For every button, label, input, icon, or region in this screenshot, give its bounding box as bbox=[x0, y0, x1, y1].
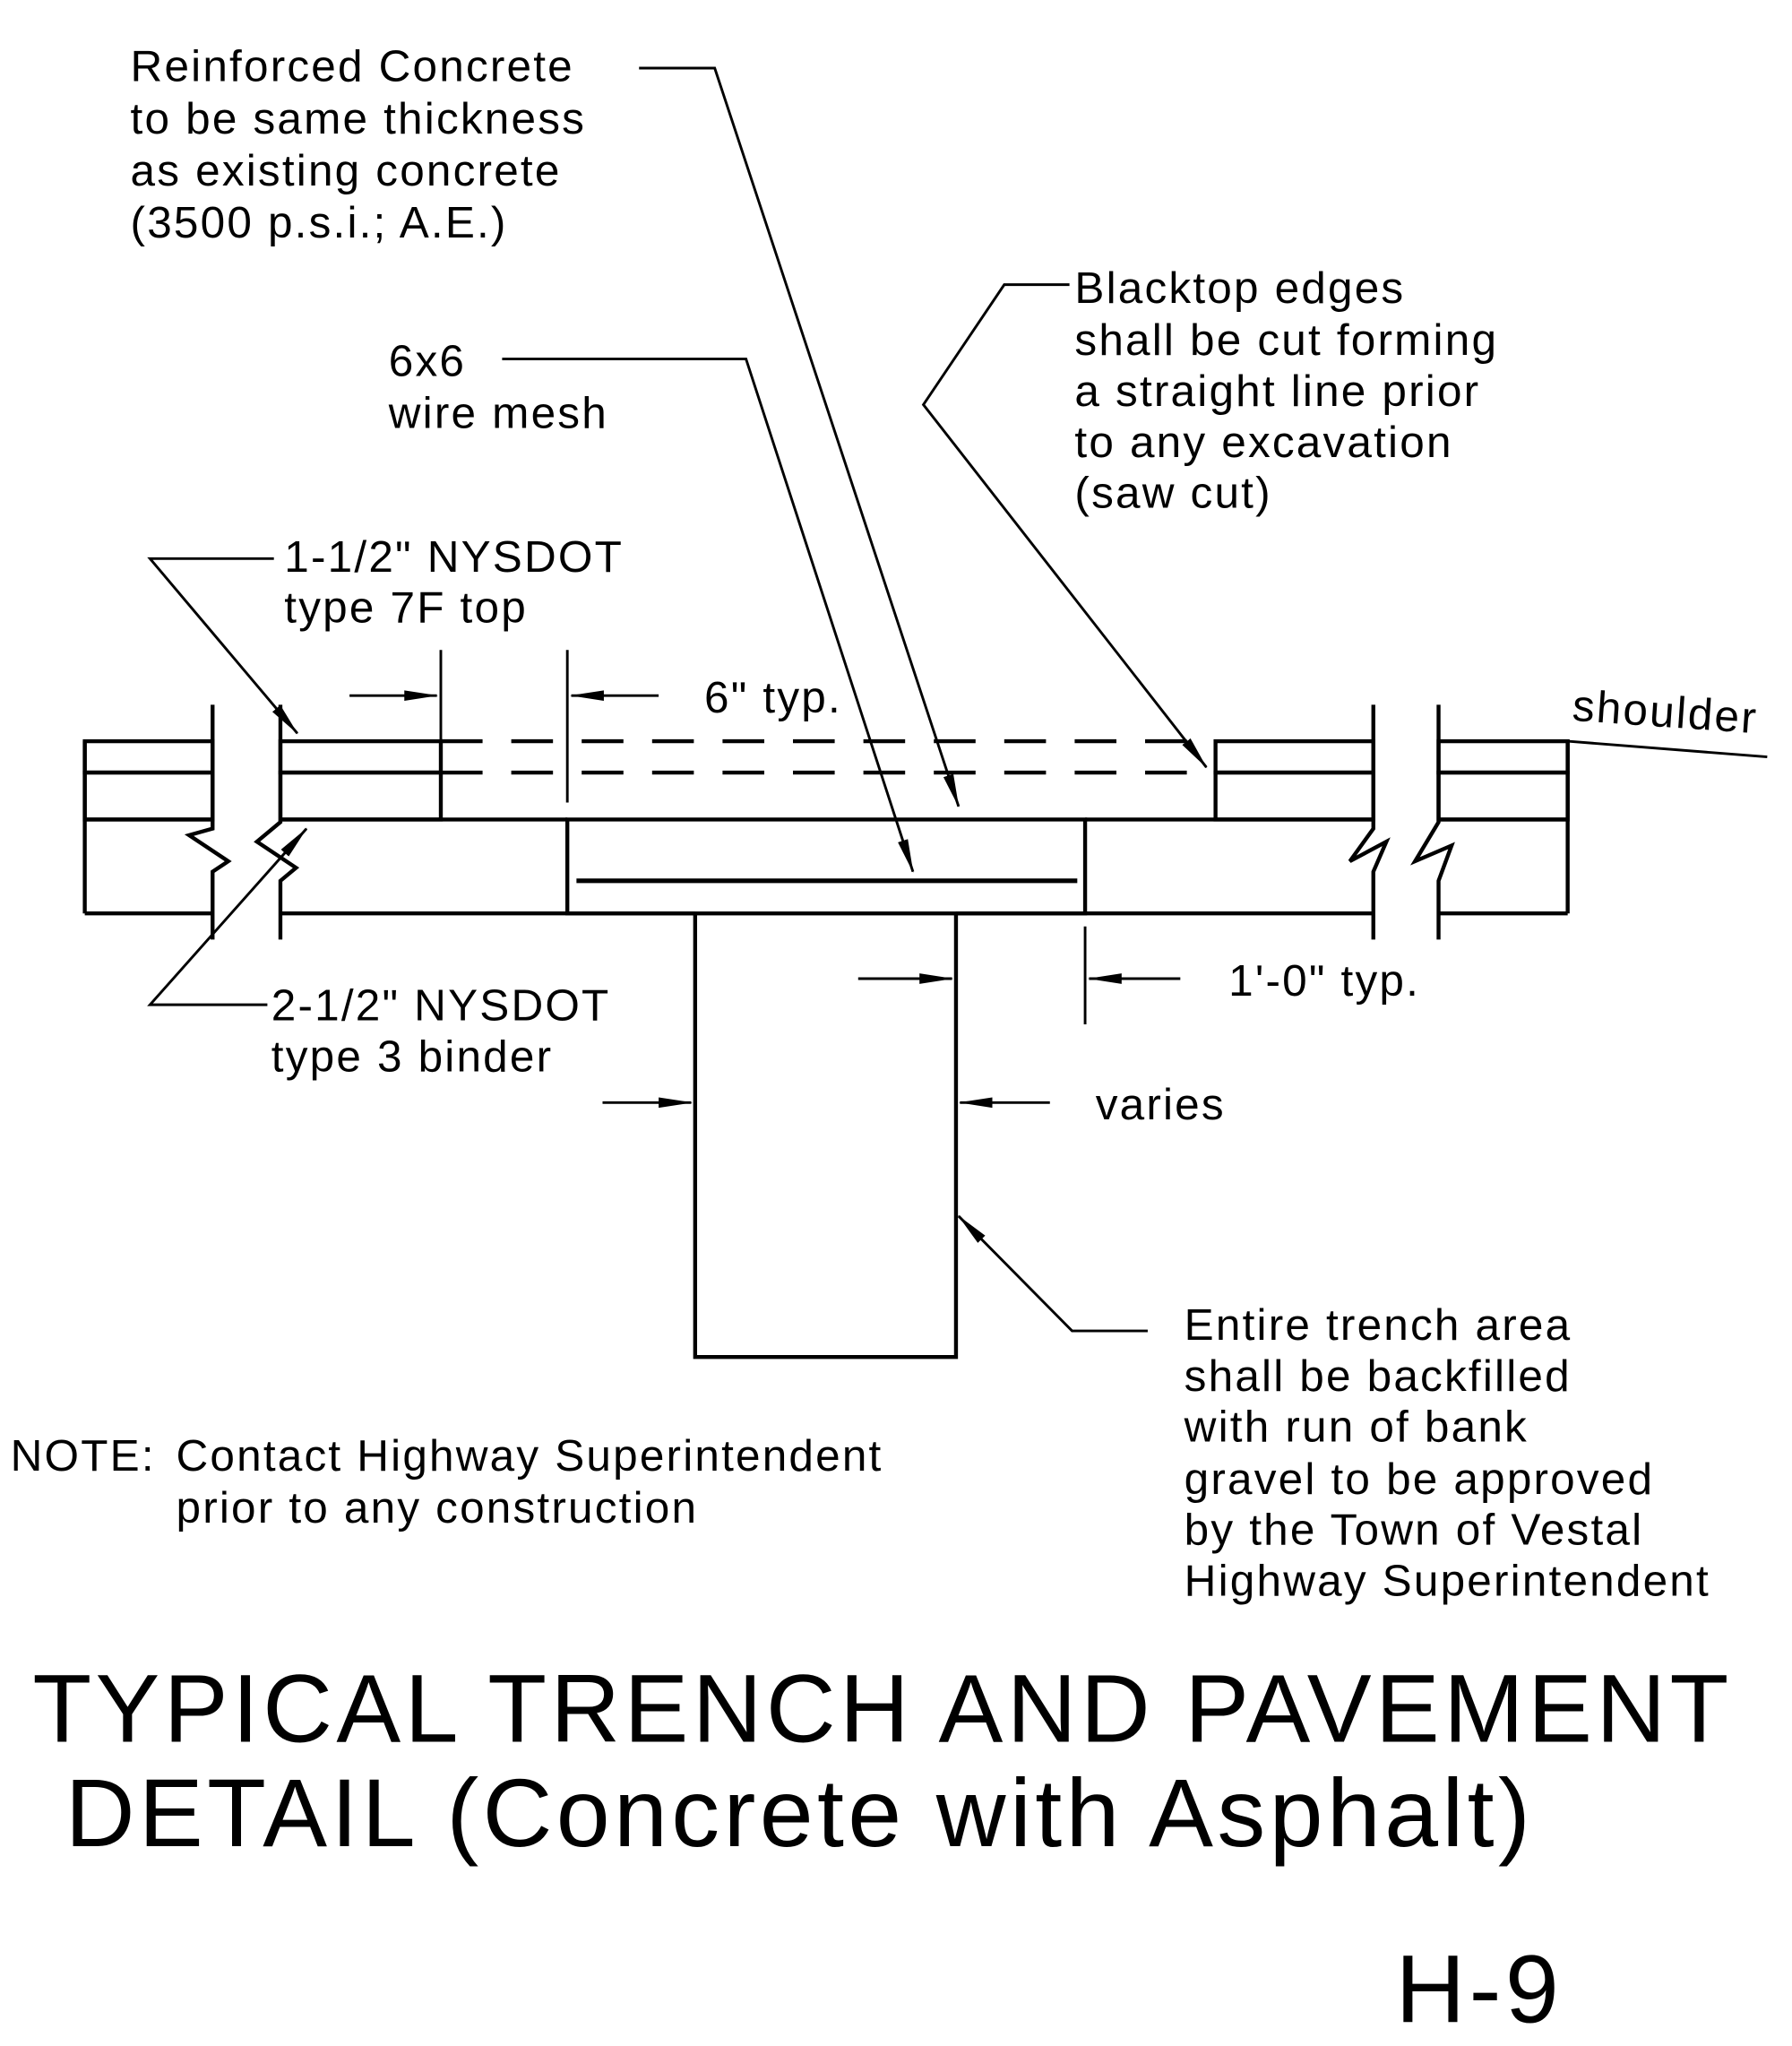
sheet-number: H-9 bbox=[1395, 1934, 1563, 2042]
leader-lines bbox=[147, 66, 1768, 1333]
svg-text:NOTE:: NOTE: bbox=[11, 1431, 156, 1481]
asphalt-binder-course bbox=[82, 770, 1570, 822]
svg-text:1-1/2" NYSDOT: 1-1/2" NYSDOT bbox=[284, 532, 624, 582]
svg-text:type 7F top: type 7F top bbox=[284, 583, 528, 633]
break-lines bbox=[184, 704, 1455, 940]
svg-text:wire mesh: wire mesh bbox=[388, 389, 608, 438]
svg-text:Blacktop edges: Blacktop edges bbox=[1074, 263, 1405, 313]
blacktop-edges-label: Blacktop edges shall be cut forming a st… bbox=[1074, 263, 1498, 518]
svg-text:prior to any construction: prior to any construction bbox=[177, 1483, 699, 1532]
wire-mesh-label: 6x6 wire mesh bbox=[388, 337, 608, 438]
svg-text:Entire trench area: Entire trench area bbox=[1185, 1300, 1572, 1350]
svg-text:Contact Highway Superintendent: Contact Highway Superintendent bbox=[177, 1431, 883, 1481]
top-course-label: 1-1/2" NYSDOT type 7F top bbox=[284, 532, 624, 633]
trench-outline bbox=[693, 913, 959, 1360]
svg-text:Reinforced Concrete: Reinforced Concrete bbox=[131, 42, 574, 91]
svg-text:DETAIL (Concrete with Asphalt): DETAIL (Concrete with Asphalt) bbox=[65, 1758, 1534, 1867]
svg-text:to be same thickness: to be same thickness bbox=[131, 94, 587, 143]
svg-text:TYPICAL TRENCH AND PAVEMENT: TYPICAL TRENCH AND PAVEMENT bbox=[32, 1654, 1732, 1763]
svg-text:6x6: 6x6 bbox=[389, 337, 466, 386]
svg-text:to any excavation: to any excavation bbox=[1074, 418, 1452, 467]
svg-text:(3500 p.s.i.; A.E.): (3500 p.s.i.; A.E.) bbox=[131, 198, 508, 247]
drawing-title: TYPICAL TRENCH AND PAVEMENT DETAIL (Conc… bbox=[32, 1654, 1732, 1867]
svg-text:shall be backfilled: shall be backfilled bbox=[1185, 1351, 1572, 1401]
svg-text:with run of bank: with run of bank bbox=[1184, 1403, 1529, 1452]
dimension-6-typ: 6" typ. bbox=[349, 650, 842, 803]
svg-text:gravel to be approved: gravel to be approved bbox=[1185, 1455, 1655, 1504]
reinforced-concrete-label: Reinforced Concrete to be same thickness… bbox=[131, 42, 587, 248]
svg-text:shall be cut forming: shall be cut forming bbox=[1074, 315, 1498, 365]
binder-course-label: 2-1/2" NYSDOT type 3 binder bbox=[271, 981, 611, 1082]
construction-note: NOTE: Contact Highway Superintendent pri… bbox=[11, 1431, 883, 1532]
dim-1-0-typ-label: 1'-0" typ. bbox=[1228, 956, 1420, 1006]
svg-text:(saw cut): (saw cut) bbox=[1074, 469, 1271, 518]
backfill-label: Entire trench area shall be backfilled w… bbox=[1184, 1300, 1710, 1606]
dim-6-typ-label: 6" typ. bbox=[704, 673, 842, 722]
removed-pavement-dashed-lines bbox=[440, 738, 1216, 775]
svg-text:Highway Superintendent: Highway Superintendent bbox=[1185, 1557, 1710, 1606]
reinforced-concrete-slab bbox=[565, 817, 1088, 916]
existing-concrete-base bbox=[82, 741, 1570, 916]
svg-text:as existing concrete: as existing concrete bbox=[131, 146, 562, 195]
svg-text:by the Town of Vestal: by the Town of Vestal bbox=[1185, 1506, 1644, 1555]
svg-text:type 3 binder: type 3 binder bbox=[271, 1032, 553, 1081]
shoulder-label: shoulder bbox=[1571, 681, 1760, 743]
dimension-1-0-typ: 1'-0" typ. bbox=[857, 913, 1420, 1024]
svg-text:2-1/2" NYSDOT: 2-1/2" NYSDOT bbox=[271, 981, 611, 1031]
asphalt-top-course bbox=[82, 738, 1570, 775]
svg-text:a straight line prior: a straight line prior bbox=[1074, 367, 1480, 416]
varies-label: varies bbox=[1096, 1080, 1226, 1129]
dimension-varies: varies bbox=[602, 1080, 1226, 1129]
